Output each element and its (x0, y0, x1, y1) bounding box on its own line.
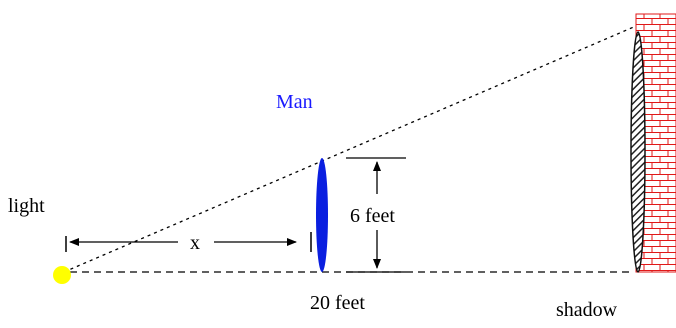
man-figure (316, 158, 328, 272)
man-height-label: 6 feet (350, 205, 395, 227)
light-label: light (8, 195, 45, 217)
x-label: x (190, 232, 200, 254)
light-bulb-icon (53, 266, 71, 284)
distance-label: 20 feet (310, 292, 365, 314)
shadow-label: shadow (556, 299, 618, 321)
light-ray-line (63, 25, 637, 273)
man-label: Man (276, 91, 313, 113)
shadow-shape (630, 31, 646, 273)
